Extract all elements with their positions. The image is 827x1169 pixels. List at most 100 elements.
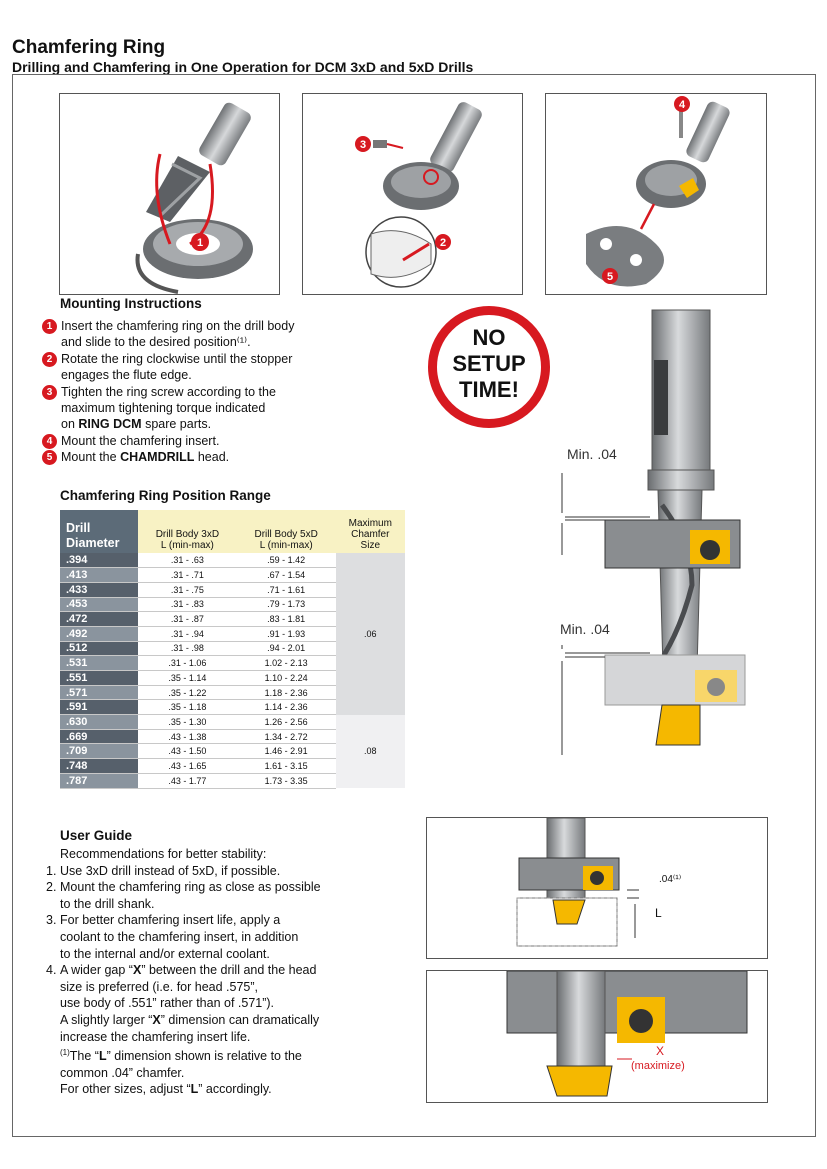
- cell-5xd: .91 - 1.93: [236, 626, 336, 642]
- cell-drill-diameter: .413: [60, 567, 138, 583]
- page-subtitle: Drilling and Chamfering in One Operation…: [12, 59, 474, 75]
- table-row: .433.31 - .75.71 - 1.61: [60, 582, 405, 598]
- cell-3xd: .35 - 1.14: [138, 670, 237, 686]
- guide-item-2: 2.Mount the chamfering ring as close as …: [46, 880, 321, 911]
- cell-5xd: .83 - 1.81: [236, 611, 336, 627]
- callout-4: 4: [679, 99, 686, 111]
- mounting-illustration-step-2-3: 3 2: [302, 93, 523, 295]
- mounting-illustration-step-1: 1: [59, 93, 280, 295]
- no-setup-time-badge: NO SETUP TIME!: [428, 306, 550, 428]
- cell-5xd: .59 - 1.42: [236, 553, 336, 569]
- cell-3xd: .31 - .87: [138, 611, 237, 627]
- cell-drill-diameter: .492: [60, 626, 138, 642]
- table-row: .394.31 - .63.59 - 1.42.06: [60, 553, 405, 715]
- cell-5xd: .71 - 1.61: [236, 582, 336, 598]
- cell-drill-diameter: .630: [60, 714, 138, 730]
- cell-3xd: .31 - .63: [138, 553, 237, 569]
- guide-intro: Recommendations for better stability:: [60, 847, 267, 861]
- mounting-step-1: 1 Insert the chamfering ring on the dril…: [42, 318, 342, 351]
- x-maximize-label: (maximize): [631, 1060, 685, 1072]
- cell-drill-diameter: .433: [60, 582, 138, 598]
- cell-3xd: .35 - 1.30: [138, 714, 237, 730]
- mounting-illustration-step-4-5: 4 5: [545, 93, 767, 295]
- cell-3xd: .31 - .75: [138, 582, 237, 598]
- callout-1: 1: [197, 237, 203, 249]
- cell-3xd: .43 - 1.50: [138, 743, 237, 760]
- step-number-1: 1: [42, 319, 57, 334]
- mounting-step-5: 5 Mount the CHAMDRILL head.: [42, 449, 342, 466]
- min-gap-label-top: Min. .04: [567, 446, 617, 462]
- cell-3xd: .31 - .98: [138, 641, 237, 657]
- cell-3xd: .31 - 1.06: [138, 655, 237, 671]
- cell-drill-diameter: .512: [60, 641, 138, 657]
- table-row: .492.31 - .94.91 - 1.93: [60, 626, 405, 642]
- min-gap-label-bottom: Min. .04: [560, 621, 610, 637]
- cell-drill-diameter: .669: [60, 729, 138, 745]
- cell-max-chamfer: .08: [335, 714, 405, 788]
- cell-5xd: .94 - 2.01: [236, 641, 336, 657]
- cell-5xd: 1.10 - 2.24: [236, 670, 336, 686]
- table-row: .413.31 - .71.67 - 1.54: [60, 567, 405, 583]
- cell-drill-diameter: .571: [60, 685, 138, 701]
- cell-3xd: .31 - .83: [138, 597, 237, 613]
- cell-drill-diameter: .748: [60, 758, 138, 774]
- cell-3xd: .31 - .94: [138, 626, 237, 642]
- mounting-step-4: 4 Mount the chamfering insert.: [42, 433, 342, 449]
- cell-5xd: 1.46 - 2.91: [236, 743, 336, 760]
- guide-item-1: 1.Use 3xD drill instead of 5xD, if possi…: [46, 863, 281, 878]
- l-dimension-label: L: [655, 906, 662, 920]
- cell-drill-diameter: .472: [60, 611, 138, 627]
- cell-drill-diameter: .551: [60, 670, 138, 686]
- mounting-heading: Mounting Instructions: [60, 296, 202, 311]
- guide-item-4: 4. A wider gap “X” between the drill and…: [46, 963, 320, 1097]
- x-gap-detail: X (maximize): [426, 970, 768, 1103]
- cell-drill-diameter: .453: [60, 597, 138, 613]
- cell-5xd: 1.73 - 3.35: [236, 773, 336, 789]
- cell-drill-diameter: .709: [60, 743, 138, 760]
- table-row: .472.31 - .87.83 - 1.81: [60, 611, 405, 627]
- drill-position-diagram: [550, 305, 780, 770]
- mounting-step-2: 2 Rotate the ring clockwise until the st…: [42, 351, 342, 384]
- ring-position-detail: .04⁽¹⁾ L: [426, 817, 768, 959]
- page-title: Chamfering Ring: [12, 37, 166, 58]
- cell-5xd: .79 - 1.73: [236, 597, 336, 613]
- table-heading: Chamfering Ring Position Range: [60, 488, 271, 503]
- cell-3xd: .43 - 1.77: [138, 773, 237, 789]
- step-number-5: 5: [42, 450, 57, 466]
- callout-5: 5: [607, 271, 613, 283]
- gap-dimension-label: .04⁽¹⁾: [659, 874, 682, 885]
- step-number-4: 4: [42, 433, 57, 449]
- cell-drill-diameter: .591: [60, 699, 138, 716]
- cell-drill-diameter: .787: [60, 773, 138, 789]
- cell-3xd: .35 - 1.18: [138, 699, 237, 716]
- cell-5xd: 1.02 - 2.13: [236, 655, 336, 671]
- callout-3: 3: [360, 139, 366, 151]
- user-guide-text: Recommendations for better stability: 1.…: [46, 846, 376, 1098]
- mounting-step-3: 3 Tighten the ring screw according to th…: [42, 384, 342, 433]
- cell-5xd: .67 - 1.54: [236, 567, 336, 583]
- guide-item-3: 3.For better chamfering insert life, app…: [46, 913, 299, 961]
- table-row: .512.31 - .98.94 - 2.01: [60, 641, 405, 657]
- cell-5xd: 1.18 - 2.36: [236, 685, 336, 701]
- step-number-3: 3: [42, 384, 57, 400]
- cell-3xd: .43 - 1.38: [138, 729, 237, 745]
- cell-5xd: 1.34 - 2.72: [236, 729, 336, 745]
- cell-5xd: 1.14 - 2.36: [236, 699, 336, 716]
- cell-5xd: 1.26 - 2.56: [236, 714, 336, 730]
- cell-max-chamfer: .06: [335, 553, 405, 715]
- cell-3xd: .35 - 1.22: [138, 685, 237, 701]
- cell-3xd: .43 - 1.65: [138, 758, 237, 774]
- cell-drill-diameter: .394: [60, 553, 138, 569]
- user-guide-heading: User Guide: [60, 828, 133, 843]
- mounting-steps: 1 Insert the chamfering ring on the dril…: [42, 318, 342, 466]
